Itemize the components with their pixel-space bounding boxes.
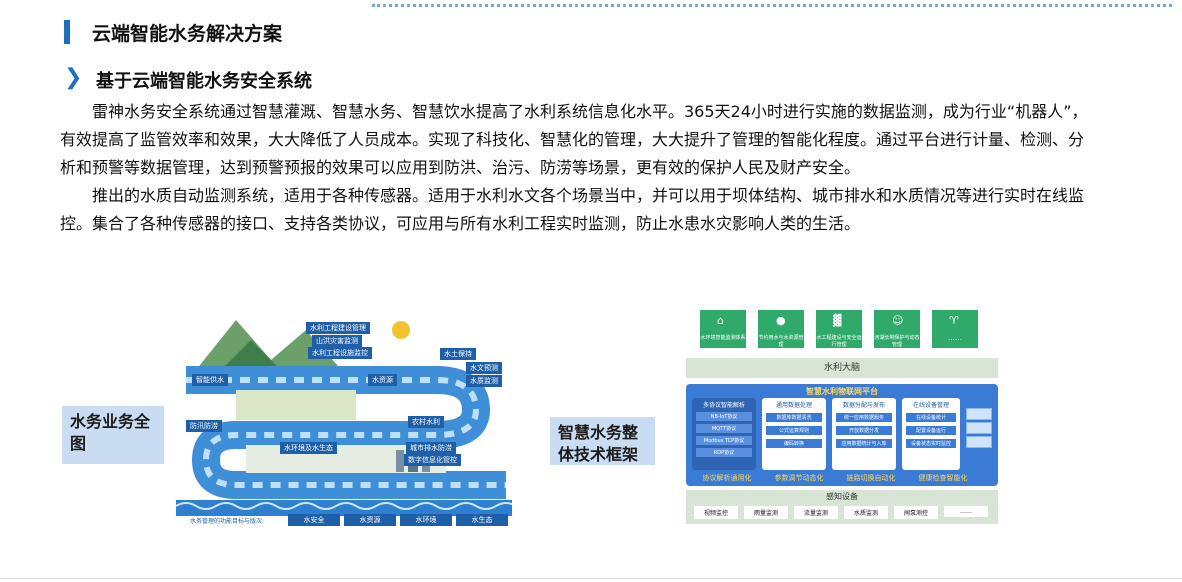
diagram-box-urban-drainage: 城市排水防涝	[406, 442, 456, 454]
sensor-gate: 闸泵测控	[894, 506, 938, 519]
diagram-box-water-supply: 智能供水	[192, 374, 228, 386]
diagram-tag-ecology: 水生态	[456, 514, 508, 526]
top-box-2: ● 节约用水与水资源管理	[758, 310, 804, 348]
diagram-tag-safety: 水安全	[288, 514, 340, 526]
sensor-video: 视频监控	[694, 506, 738, 519]
top-box-5: ♈ ……	[932, 310, 978, 348]
grass-icon: ♈	[949, 314, 959, 327]
diagram-box-hydro-forecast: 水文预测	[466, 362, 502, 374]
sensor-flow: 流量监测	[794, 506, 838, 519]
diagram-box-water-resource: 水资源	[368, 374, 397, 386]
diagram-box-flood-control: 防汛防涝	[186, 420, 222, 432]
sensor-title: 感知设备	[826, 492, 858, 501]
server-icon	[966, 408, 992, 448]
diagram-box-flood-monitor: 山洪灾害监测	[312, 335, 362, 347]
platform-label-3: 链路切换自动化	[846, 474, 896, 482]
house-icon: ⌂	[717, 314, 724, 327]
sensor-rain: 雨量监测	[744, 506, 788, 519]
diagram-box-rural-water: 农村水利	[408, 416, 444, 428]
diagram-box-environment: 水环境及水生态	[280, 442, 337, 454]
diagram-box-digital-control: 数字信息化管控	[404, 454, 461, 466]
diagram-bottom-caption: 水务管理的功能目标与版次:	[190, 518, 265, 525]
figure-label-tech-framework: 智慧水务整体技术框架	[550, 417, 655, 465]
platform-column-4: 在线设备管理 在线设备统计 配置设备运行 设备状态实时监控	[902, 398, 960, 470]
sensor-quality: 水质监测	[844, 506, 888, 519]
paragraph-1: 雷神水务安全系统通过智慧灌溉、智慧水务、智慧饮水提高了水利系统信息化水平。365…	[60, 102, 1088, 177]
chevron-right-icon: ❯	[64, 65, 83, 90]
diagram-box-soil-conservation: 水土保持	[440, 348, 476, 360]
bottom-divider	[0, 578, 1182, 579]
platform-label-2: 参数调节动态化	[774, 474, 824, 482]
top-box-4: ☺ 河湖长制保护与动态管理	[874, 310, 920, 348]
body-text: 雷神水务安全系统通过智慧灌溉、智慧水务、智慧饮水提高了水利系统信息化水平。365…	[60, 98, 1090, 238]
figure-label-water-business: 水务业务全图	[62, 406, 164, 464]
platform-column-3: 数据分配与发布 统一应用数据服务 开放数据分发 应用数据统计与入库	[832, 398, 896, 470]
title-accent-bar	[64, 20, 70, 44]
platform-label-1: 协议解析通用化	[702, 474, 752, 482]
diagram-box-engineering-mgmt: 水利工程建设管理	[306, 322, 370, 334]
diagram-tag-resource: 水资源	[344, 514, 396, 526]
top-box-3: ▓ 水工程建设与安全运行管理	[816, 310, 862, 348]
top-box-1: ⌂ 水环境智能监测体系	[700, 310, 746, 348]
platform-title: 智慧水利物联网平台	[806, 387, 878, 396]
iot-platform-panel: 智慧水利物联网平台 多协议智能解析 NB-IoT协议 MQTT协议 Modbus…	[686, 384, 998, 486]
header-dotted-divider	[372, 4, 1172, 7]
person-icon: ☺	[892, 314, 904, 327]
paragraph-2: 推出的水质自动监测系统，适用于各种传感器。适用于水利水文各个场景当中，并可以用于…	[60, 186, 1085, 233]
brain-bar: 水利大脑	[686, 358, 998, 378]
diagram-tag-environment: 水环境	[400, 514, 452, 526]
section-title: 基于云端智能水务安全系统	[96, 71, 312, 92]
building-icon: ▓	[833, 314, 842, 327]
sensor-more: ……	[944, 506, 988, 517]
sensor-panel: 感知设备 视频监控 雨量监测 流量监测 水质监测 闸泵测控 ……	[686, 490, 998, 524]
water-drop-icon: ●	[776, 314, 786, 327]
water-business-diagram: 水利工程建设管理 山洪灾害监测 水利工程设施监控 智能供水 水资源 水土保持 水…	[175, 300, 517, 532]
platform-column-1: 多协议智能解析 NB-IoT协议 MQTT协议 Modbus TCP协议 RDP…	[692, 398, 756, 470]
tech-framework-diagram: ⌂ 水环境智能监测体系 ● 节约用水与水资源管理 ▓ 水工程建设与安全运行管理 …	[682, 300, 1002, 526]
diagram-box-quality-monitor: 水质监测	[466, 375, 502, 387]
diagram-box-facility-monitor: 水利工程设施监控	[308, 347, 372, 359]
page-title: 云端智能水务解决方案	[92, 23, 283, 45]
platform-column-2: 通用数据处理 数据库数据清洗 公式运算规则 编码转换	[762, 398, 826, 470]
platform-label-4: 健康检查智能化	[918, 474, 968, 482]
